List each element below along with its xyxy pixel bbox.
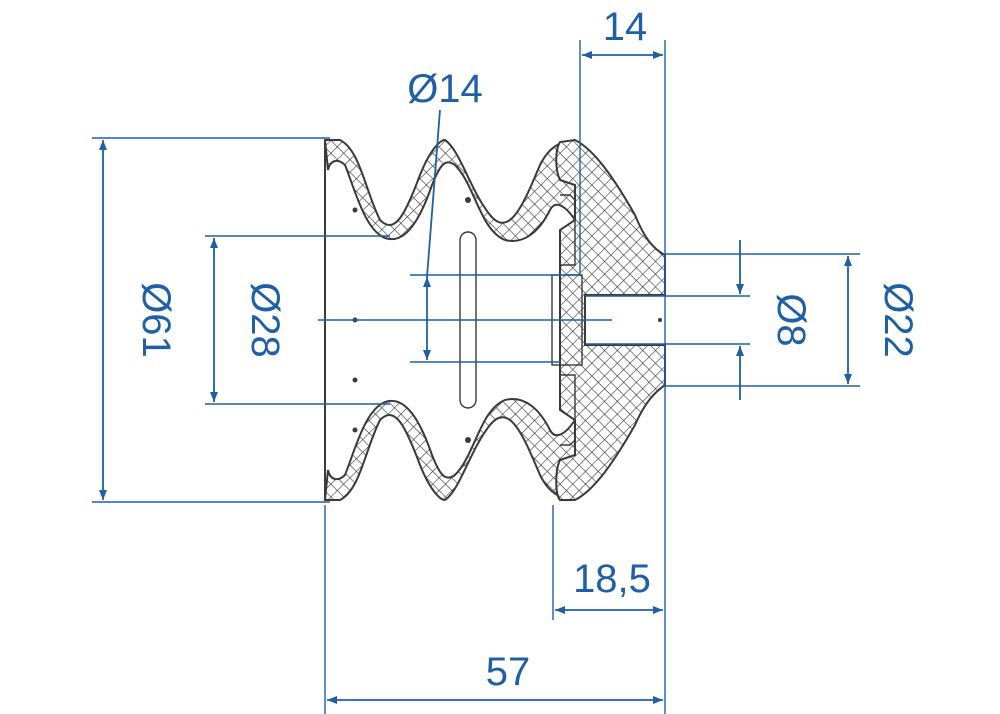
- dim-top-width: 14: [603, 5, 648, 49]
- hub-slot-lower: [560, 374, 576, 446]
- dim-inner-dia: Ø14: [407, 67, 483, 111]
- detail-dot: [352, 427, 358, 433]
- dim-cup-dia: Ø28: [243, 282, 287, 358]
- dimensions: 14 Ø14 Ø61 Ø28 Ø8 Ø22 18,5: [92, 5, 920, 714]
- lower-bellows-wall: [323, 398, 576, 502]
- detail-dot: [465, 197, 471, 203]
- hub-slot-upper: [560, 194, 576, 266]
- dim-hub-length: 18,5: [573, 557, 651, 601]
- upper-bellows-wall: [323, 138, 576, 242]
- detail-dot: [465, 437, 471, 443]
- dim-overall-length: 57: [486, 650, 531, 694]
- dim-outer-dia: Ø61: [134, 282, 178, 358]
- detail-dot: [352, 377, 358, 383]
- bellows-part: [323, 138, 666, 502]
- dim-bore-dia: Ø8: [769, 293, 813, 346]
- detail-dot: [658, 318, 662, 322]
- detail-dot: [352, 207, 358, 213]
- dim-hub-dia: Ø22: [876, 282, 920, 358]
